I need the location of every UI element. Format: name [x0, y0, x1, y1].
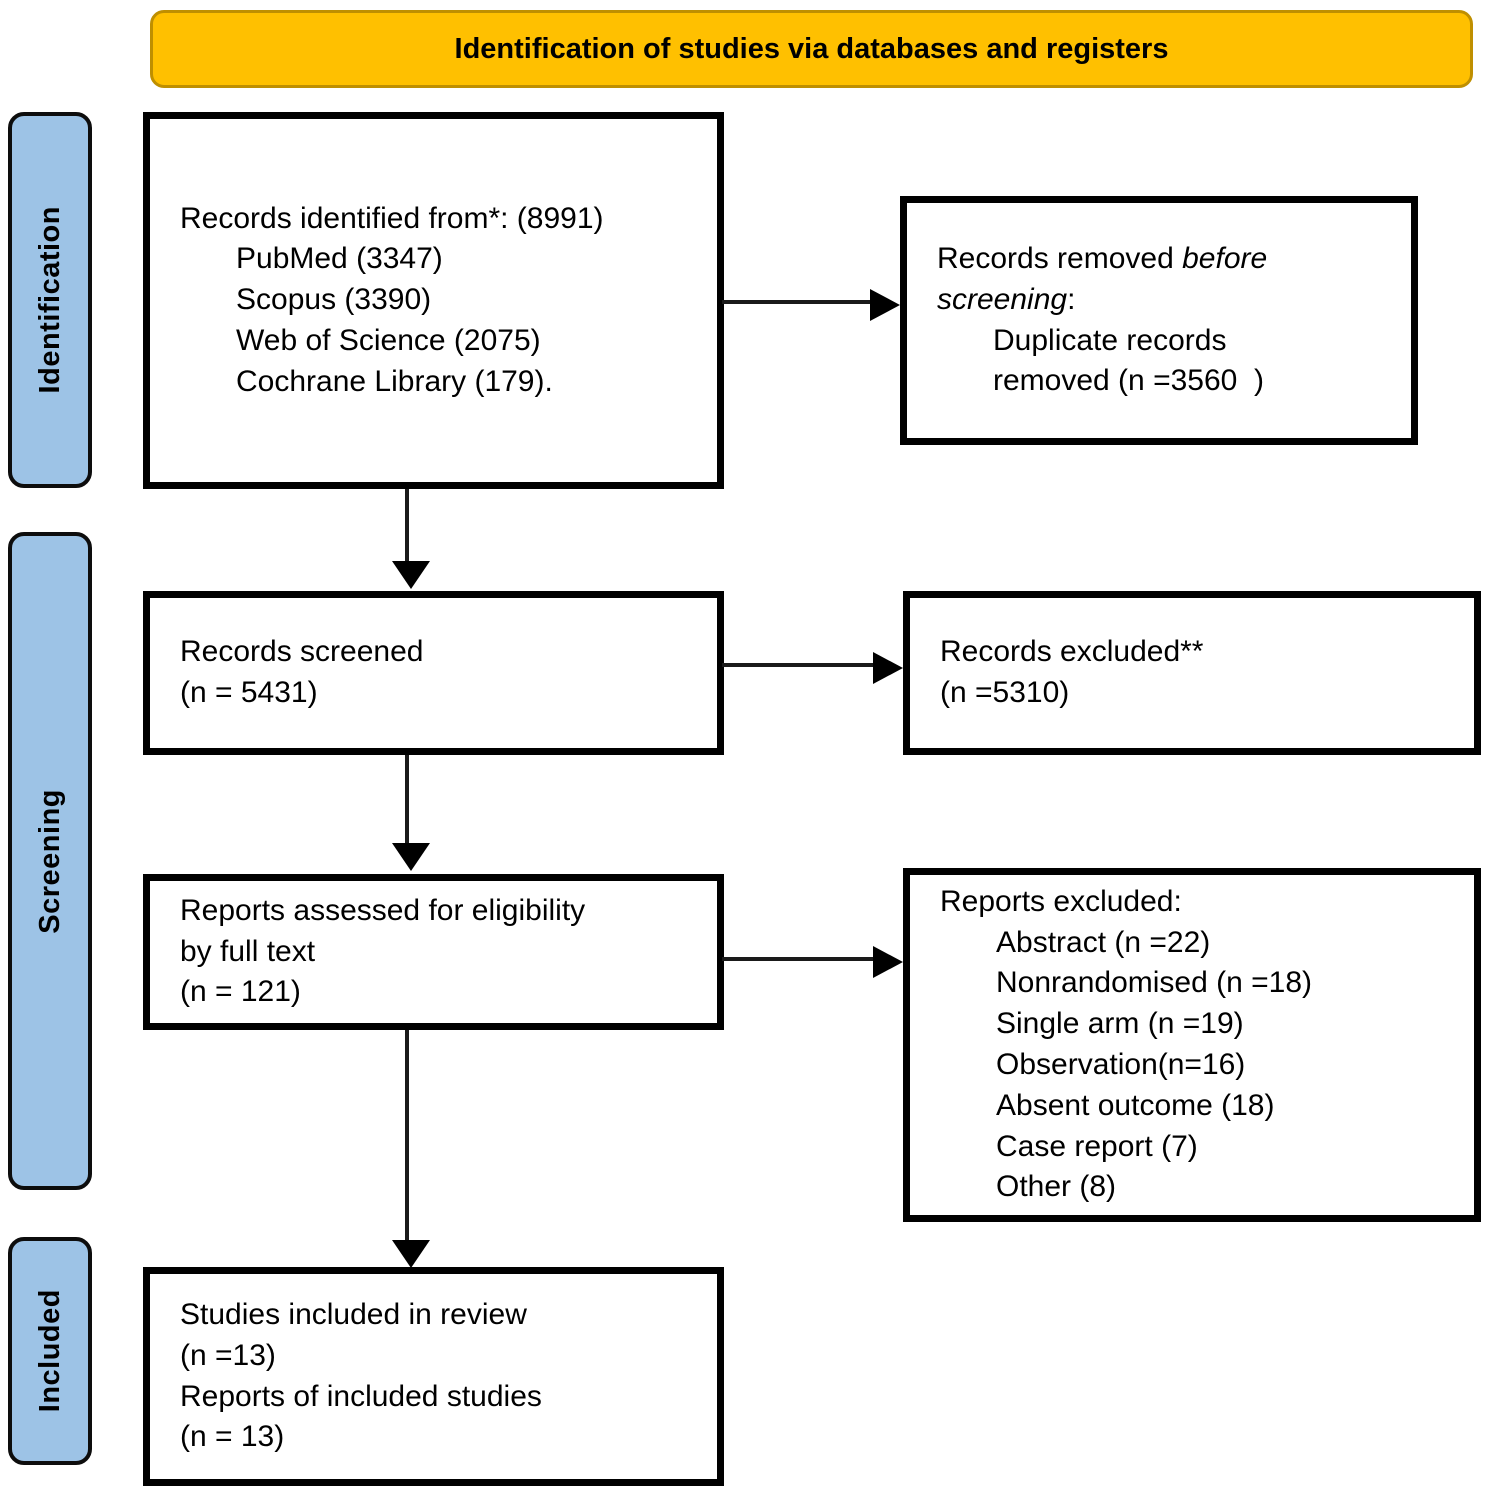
- box-reports-assessed-for-eligibility: Reports assessed for eligibility by full…: [143, 874, 724, 1030]
- records-removed-heading-line1: Records removed before: [937, 239, 1393, 280]
- records-removed-italic-before: before: [1182, 241, 1268, 275]
- arrow-down-screened-to-assessed: [392, 755, 430, 871]
- records-excluded-count: (n =5310): [940, 676, 1070, 709]
- records-removed-duplicate-count: removed (n =3560 ): [993, 364, 1264, 398]
- reports-assessed-count: (n = 121): [180, 975, 301, 1009]
- arrow-right-assessed-to-reports-excluded: [722, 946, 903, 978]
- diagram-header-banner: Identification of studies via databases …: [150, 10, 1473, 88]
- arrow-down-assessed-to-included: [392, 1030, 430, 1268]
- reports-excluded-reason-case-report: Case report (7): [996, 1129, 1198, 1163]
- reports-excluded-reason-other: Other (8): [996, 1170, 1117, 1204]
- reports-excluded-reason-absent-outcome: Absent outcome (18): [996, 1088, 1275, 1122]
- reports-assessed-label-line2: by full text: [180, 934, 316, 968]
- phase-pill-screening: Screening: [8, 532, 92, 1190]
- arrow-right-screened-to-excluded: [722, 652, 903, 684]
- records-identified-source-cochrane: Cochrane Library (179).: [236, 364, 553, 398]
- records-removed-colon: :: [1067, 282, 1076, 316]
- records-identified-source-wos: Web of Science (2075): [236, 323, 541, 357]
- box-studies-included-in-review: Studies included in review (n =13) Repor…: [143, 1267, 724, 1486]
- phase-pill-identification: Identification: [8, 112, 92, 488]
- box-records-identified-content: Records identified from*: (8991) PubMed …: [150, 199, 717, 403]
- box-records-excluded: Records excluded** (n =5310): [903, 591, 1481, 755]
- records-identified-source-scopus: Scopus (3390): [236, 283, 432, 317]
- records-screened-label: Records screened: [180, 635, 424, 669]
- reports-assessed-label-line1: Reports assessed for eligibility: [180, 893, 586, 927]
- diagram-title: Identification of studies via databases …: [454, 32, 1169, 65]
- box-reports-excluded: Reports excluded: Abstract (n =22) Nonra…: [903, 868, 1481, 1222]
- records-excluded-label: Records excluded**: [940, 635, 1204, 669]
- box-records-removed-before-screening: Records removed before screening: Duplic…: [900, 196, 1418, 445]
- reports-excluded-reason-nonrandomised: Nonrandomised (n =18): [996, 966, 1313, 1000]
- records-identified-total: Records identified from*: (8991): [180, 201, 604, 235]
- records-screened-count: (n = 5431): [180, 676, 318, 709]
- phase-label-screening: Screening: [33, 788, 66, 934]
- reports-excluded-heading: Reports excluded:: [940, 884, 1182, 918]
- records-removed-heading-line2: screening:: [937, 280, 1393, 321]
- phase-label-included: Included: [33, 1289, 66, 1413]
- box-studies-included-content: Studies included in review (n =13) Repor…: [150, 1295, 717, 1458]
- studies-included-count: (n =13): [180, 1338, 276, 1372]
- box-reports-assessed-content: Reports assessed for eligibility by full…: [150, 891, 717, 1013]
- arrow-right-identified-to-removed: [722, 289, 900, 321]
- box-records-identified: Records identified from*: (8991) PubMed …: [143, 112, 724, 489]
- reports-of-included-label: Reports of included studies: [180, 1379, 542, 1413]
- reports-excluded-reason-abstract: Abstract (n =22): [996, 925, 1211, 959]
- phase-label-identification: Identification: [33, 206, 66, 394]
- arrow-down-identified-to-screened: [392, 489, 430, 589]
- phase-pill-included: Included: [8, 1237, 92, 1465]
- box-records-screened-content: Records screened (n = 5431): [150, 632, 717, 714]
- records-removed-duplicate-label: Duplicate records: [993, 323, 1227, 357]
- box-records-screened: Records screened (n = 5431): [143, 591, 724, 755]
- reports-excluded-reason-single-arm: Single arm (n =19): [996, 1007, 1244, 1041]
- records-removed-italic-screening: screening: [937, 282, 1068, 316]
- records-removed-prefix: Records removed: [937, 241, 1183, 275]
- box-records-excluded-content: Records excluded** (n =5310): [910, 632, 1474, 714]
- reports-excluded-reason-observation: Observation(n=16): [996, 1048, 1246, 1081]
- box-reports-excluded-content: Reports excluded: Abstract (n =22) Nonra…: [910, 882, 1474, 1208]
- studies-included-label: Studies included in review: [180, 1297, 527, 1331]
- reports-of-included-count: (n = 13): [180, 1420, 285, 1454]
- records-identified-source-pubmed: PubMed (3347): [236, 242, 443, 276]
- box-records-removed-content: Records removed before screening: Duplic…: [907, 239, 1411, 402]
